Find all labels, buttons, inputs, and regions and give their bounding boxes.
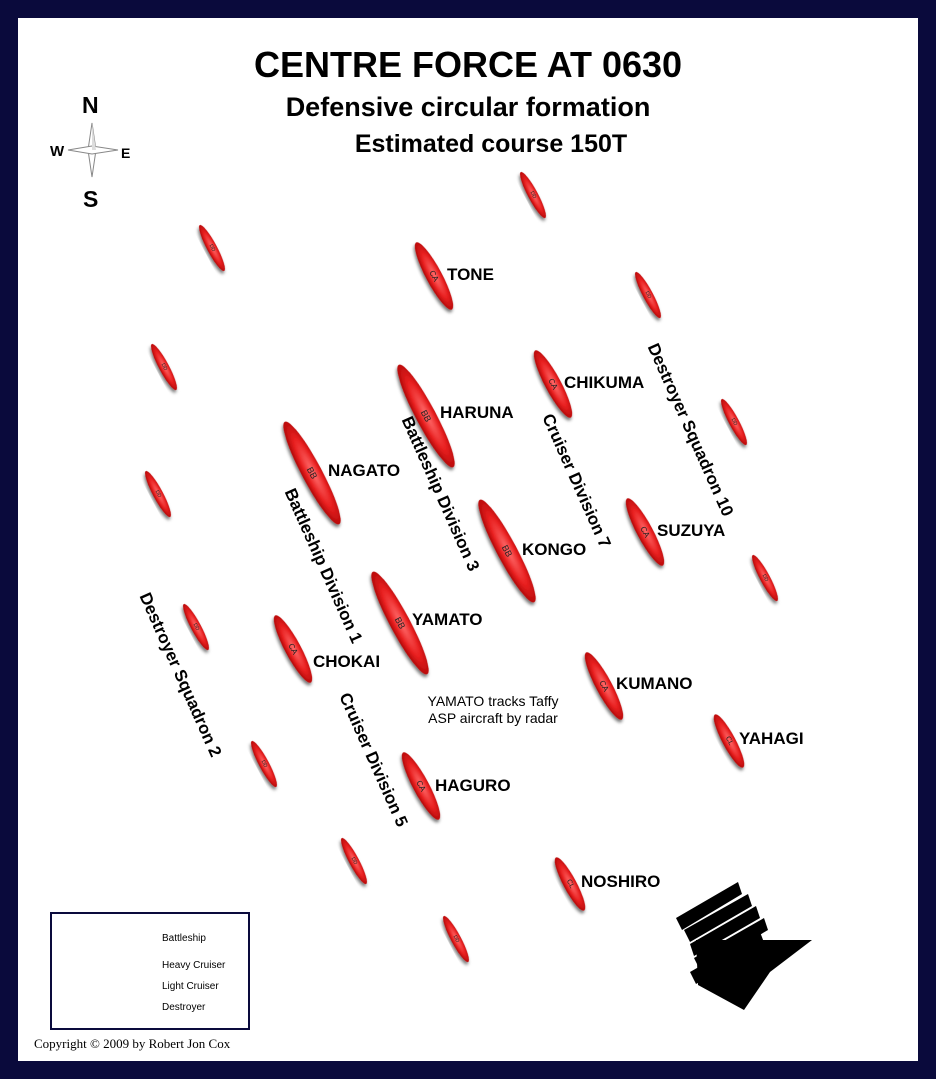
ship-haruna: BB [397, 364, 455, 468]
ship-kumano: CA [584, 652, 624, 720]
ship-chikuma: CA [533, 350, 573, 418]
ship-suzuya: CA [625, 498, 665, 566]
ship-haguro: CA [401, 752, 441, 820]
destroyer-1-type-tag: DD [529, 190, 538, 200]
destroyer-2-type-tag: DD [208, 243, 217, 253]
legend-label-destroyer: Destroyer [162, 1002, 206, 1013]
ship-yamato: BB [371, 571, 429, 675]
legend-label-heavy-cruiser: Heavy Cruiser [162, 960, 226, 971]
ship-label-kongo: KONGO [522, 540, 587, 559]
destroyer-4-type-tag: DD [160, 362, 169, 372]
compass-rose-icon [67, 122, 119, 178]
destroyer-4: DD [151, 343, 177, 391]
destroyer-8: DD [183, 603, 209, 651]
compass-south-label: S [83, 186, 99, 212]
destroyer-10-type-tag: DD [350, 856, 359, 866]
ship-tone: CA [414, 242, 454, 310]
ship-label-kumano: KUMANO [616, 674, 693, 693]
destroyer-11: DD [443, 915, 469, 963]
compass-east-label: E [121, 145, 131, 161]
destroyer-2: DD [199, 224, 225, 272]
map-canvas [18, 18, 918, 1061]
ship-kongo-type-tag: BB [500, 543, 514, 558]
radar-note-line-2: ASP aircraft by radar [428, 710, 558, 726]
ship-label-nagato: NAGATO [328, 461, 401, 480]
ship-label-chikuma: CHIKUMA [564, 373, 645, 392]
ship-label-yahagi: YAHAGI [739, 729, 804, 748]
ship-noshiro-type-tag: CL [565, 878, 575, 889]
destroyer-7: DD [752, 554, 778, 602]
ship-haruna-type-tag: BB [419, 408, 433, 423]
legend-label-light-cruiser: Light Cruiser [162, 981, 219, 992]
destroyer-3-type-tag: DD [644, 290, 653, 300]
compass-north-label: N [82, 92, 99, 118]
destroyer-1: DD [520, 171, 546, 219]
destroyer-3: DD [635, 271, 661, 319]
ship-label-suzuya: SUZUYA [657, 521, 726, 540]
ship-noshiro: CL [554, 857, 586, 911]
ship-label-tone: TONE [447, 265, 494, 284]
destroyer-5: DD [721, 398, 747, 446]
destroyer-9: DD [251, 740, 277, 788]
ship-chokai: CA [273, 615, 313, 683]
ship-label-yamato: YAMATO [412, 610, 483, 629]
ship-nagato: BB [283, 421, 341, 525]
ship-kongo: BB [478, 499, 536, 603]
legend-label-battleship: Battleship [162, 933, 206, 944]
course-arrow-icon [676, 882, 812, 1010]
destroyer-10: DD [341, 837, 367, 885]
destroyer-11-type-tag: DD [452, 934, 461, 944]
ship-nagato-type-tag: BB [305, 465, 319, 480]
ship-yamato-type-tag: BB [393, 615, 407, 630]
subtitle: Defensive circular formation [285, 92, 651, 122]
compass-west-label: W [50, 143, 65, 160]
destroyer-7-type-tag: DD [761, 573, 770, 583]
course-label: Estimated course 150T [354, 130, 628, 158]
ship-label-chokai: CHOKAI [313, 652, 381, 671]
ship-yahagi-type-tag: CL [724, 735, 734, 746]
destroyer-6: DD [145, 470, 171, 518]
ship-label-noshiro: NOSHIRO [581, 872, 661, 891]
destroyer-6-type-tag: DD [154, 489, 163, 499]
radar-note: YAMATO tracks Taffy ASP aircraft by rada… [410, 693, 576, 727]
ship-label-haguro: HAGURO [435, 776, 511, 795]
radar-note-line-1: YAMATO tracks Taffy [427, 693, 559, 709]
legend: Battleship Heavy Cruiser Light Cruiser D… [50, 912, 250, 1030]
destroyer-9-type-tag: DD [260, 759, 269, 769]
destroyer-8-type-tag: DD [192, 622, 201, 632]
copyright-notice: Copyright © 2009 by Robert Jon Cox [34, 1036, 231, 1051]
page-title: CENTRE FORCE AT 0630 [253, 44, 683, 85]
destroyer-5-type-tag: DD [730, 417, 739, 427]
ship-yahagi: CL [713, 714, 745, 768]
ship-label-haruna: HARUNA [440, 403, 514, 422]
